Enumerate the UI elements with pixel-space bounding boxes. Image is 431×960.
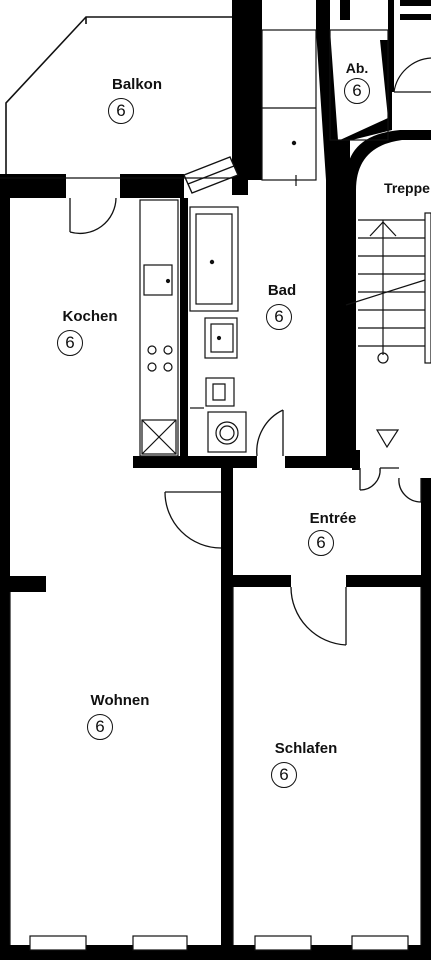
room-label-balkon: Balkon — [111, 76, 163, 93]
balkon-door — [69, 197, 117, 235]
bad-door — [256, 409, 284, 457]
room-label-treppe: Treppe — [384, 180, 430, 196]
balkon-outline — [5, 16, 232, 178]
room-label-ab: Ab. — [345, 60, 369, 76]
schlafen-door — [290, 586, 347, 646]
room-number-bad: 6 — [266, 304, 292, 330]
room-number-ab: 6 — [344, 78, 370, 104]
room-label-wohnen: Wohnen — [90, 692, 150, 709]
windows-bottom — [29, 935, 409, 951]
kitchen-counter — [139, 199, 179, 457]
room-label-entree: Entrée — [309, 510, 357, 527]
room-number-schlafen: 6 — [271, 762, 297, 788]
bath-fixtures — [189, 206, 247, 453]
room-label-bad: Bad — [267, 282, 297, 299]
room-number-wohnen: 6 — [87, 714, 113, 740]
entree-front-door — [359, 467, 422, 503]
room-label-kochen: Kochen — [62, 308, 118, 325]
bad-window — [183, 156, 239, 194]
shaft-details — [261, 29, 431, 186]
stairs — [345, 212, 431, 449]
room-label-schlafen: Schlafen — [274, 740, 338, 757]
room-number-balkon: 6 — [108, 98, 134, 124]
wohnen-door — [164, 491, 222, 549]
room-number-entree: 6 — [308, 530, 334, 556]
room-number-kochen: 6 — [57, 330, 83, 356]
thin-lines — [0, 177, 422, 945]
